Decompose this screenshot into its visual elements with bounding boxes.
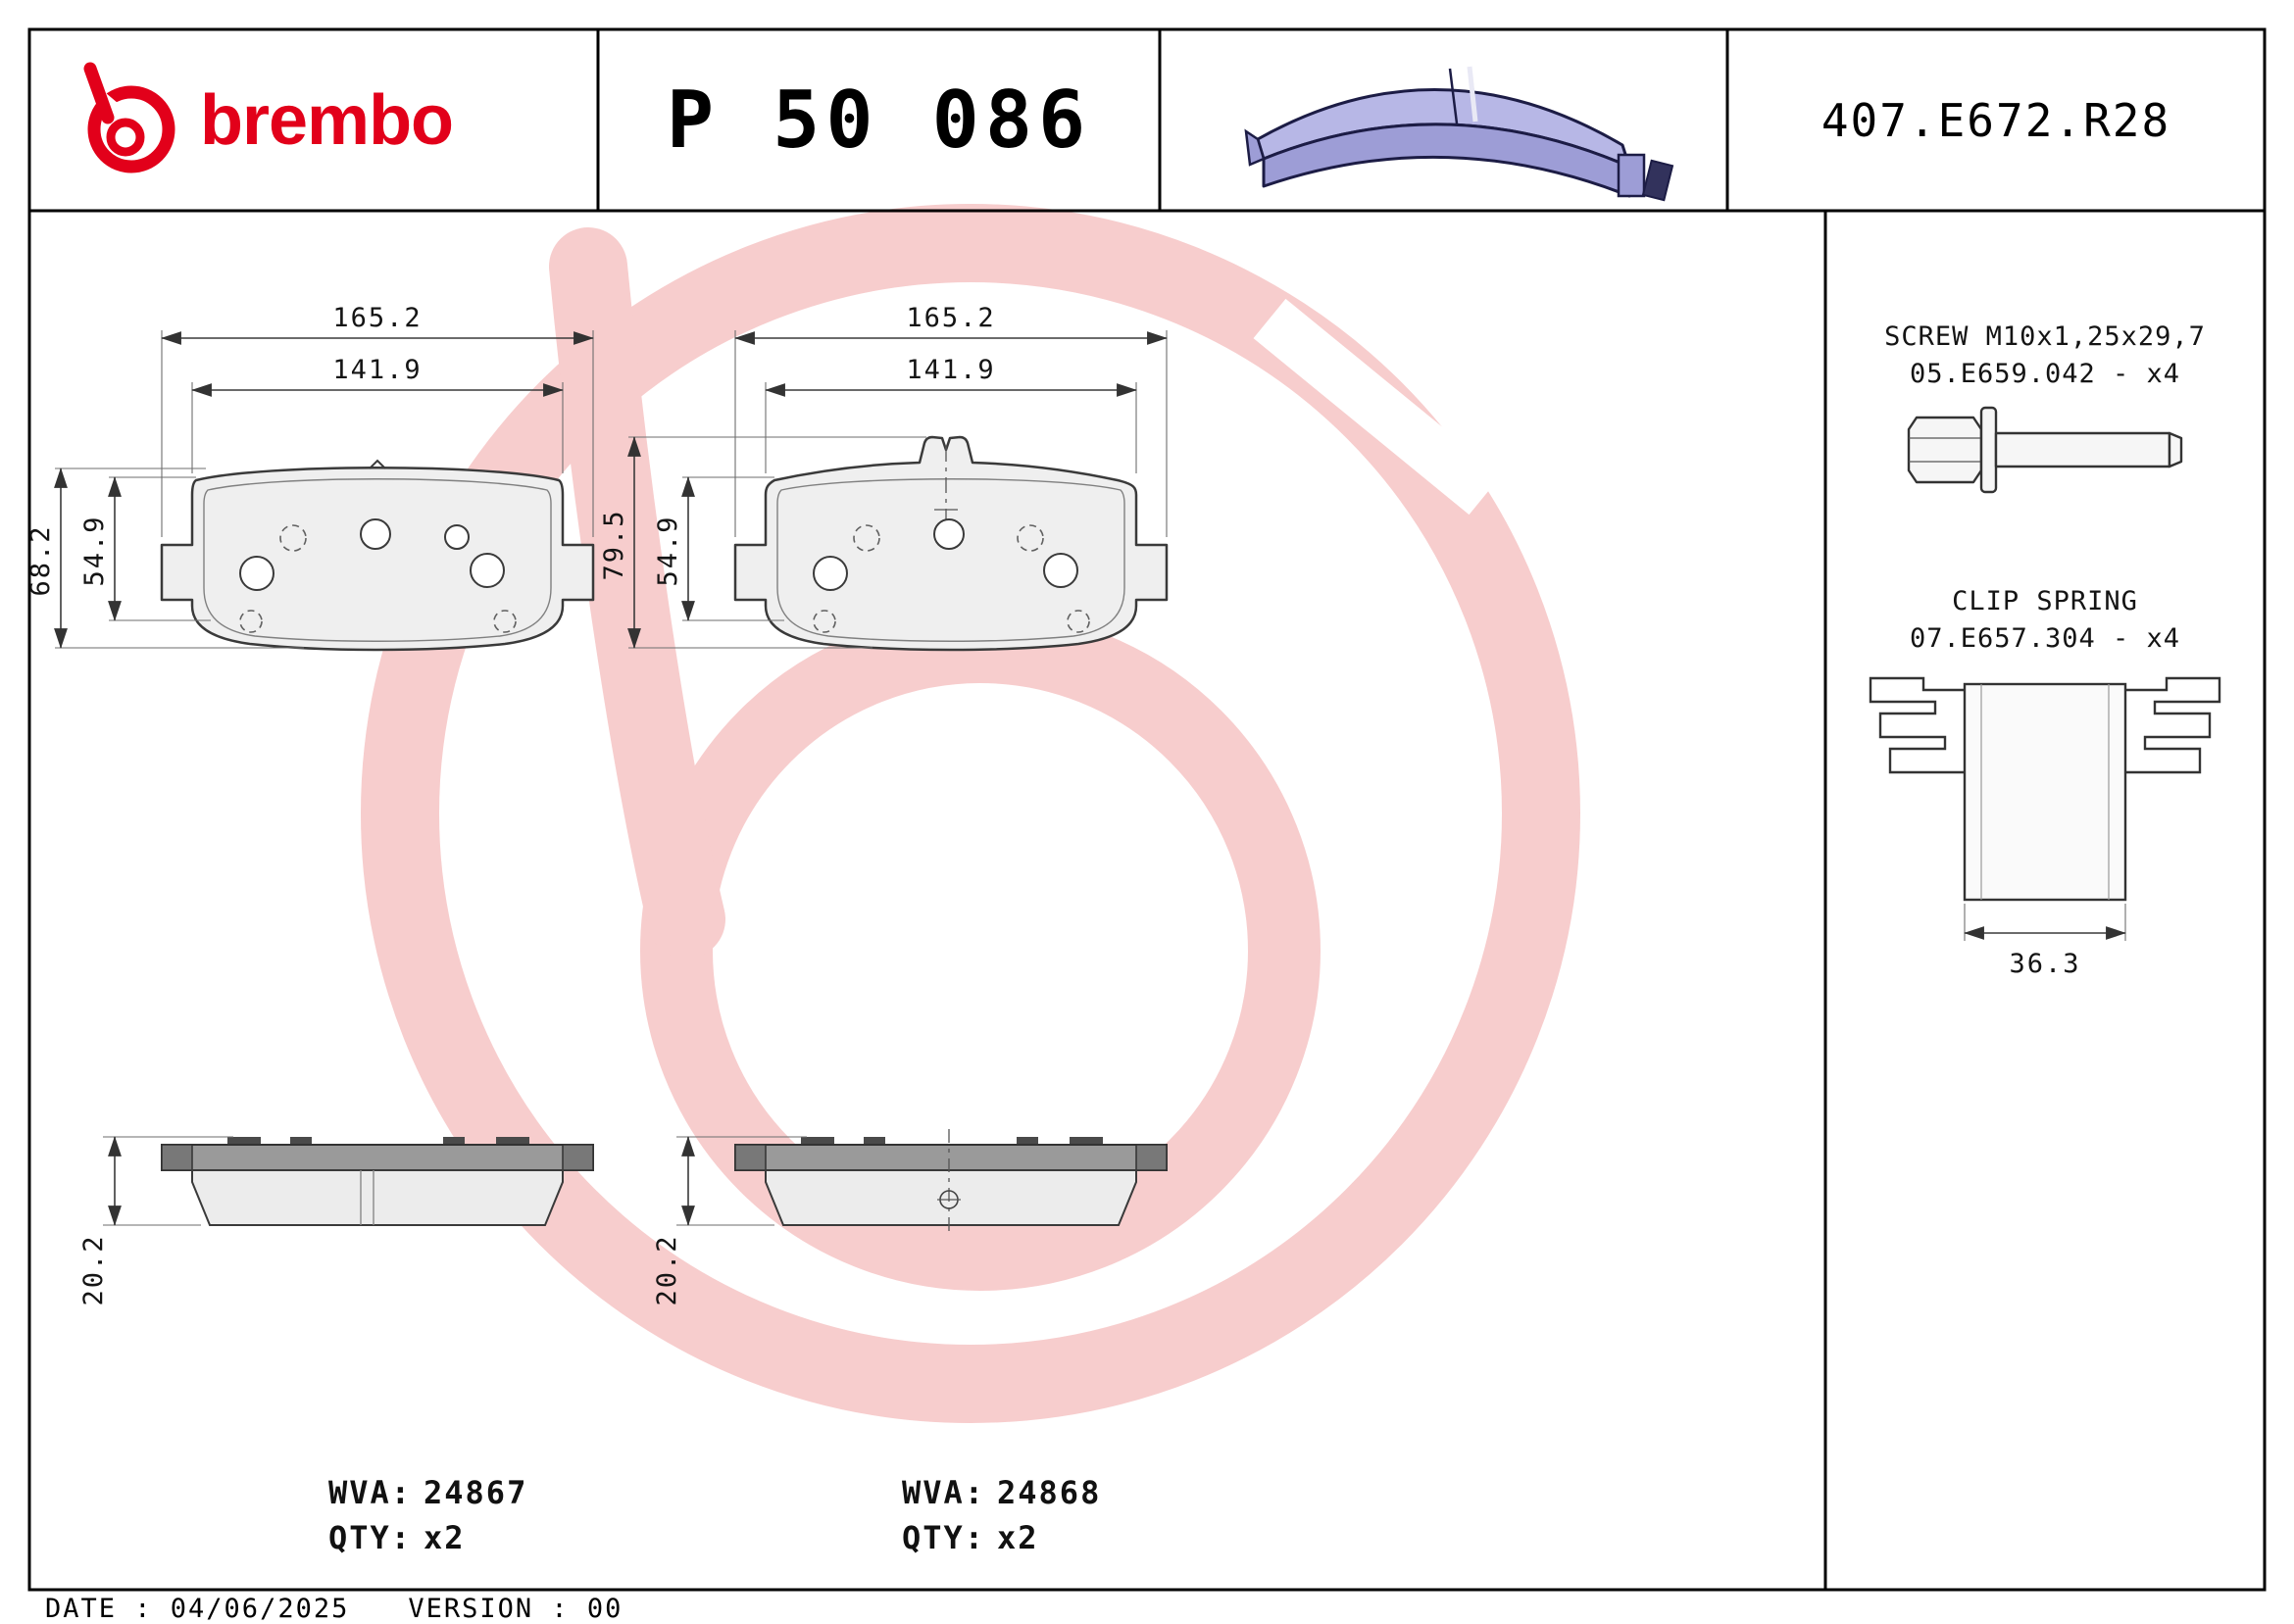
dimension-clip-width: 36.3 bbox=[1964, 904, 2126, 979]
brand-logo: brembo bbox=[29, 29, 598, 211]
footer-version: VERSION : 00 bbox=[408, 1594, 623, 1624]
sheet-frame bbox=[27, 27, 2267, 1592]
dimensions-pad-left: 165.2 141.9 68.2 54.9 bbox=[25, 303, 594, 649]
clip-spring-drawing bbox=[1869, 676, 2221, 902]
pad-side-view-right bbox=[734, 1129, 1168, 1235]
dim-overall-width-right: 165.2 bbox=[906, 303, 995, 333]
clip-spring-section: CLIP SPRING 07.E657.304 - x4 36.3 bbox=[1869, 586, 2221, 979]
pad-render-cell bbox=[1160, 29, 1727, 211]
qty-value-right: x2 bbox=[997, 1519, 1039, 1556]
screw-title: SCREW M10x1,25x29,7 bbox=[1884, 321, 2206, 352]
pad-outline-left bbox=[160, 467, 595, 652]
wva-label-left: WVA: bbox=[328, 1474, 412, 1511]
dim-pad-height-left: 54.9 bbox=[79, 515, 110, 586]
qty-label-right: QTY: bbox=[902, 1519, 985, 1556]
dimension-thickness-right: 20.2 bbox=[652, 1136, 807, 1306]
wva-label-right: WVA: bbox=[902, 1474, 985, 1511]
clip-code: 07.E657.304 - x4 bbox=[1910, 623, 2180, 654]
wva-value-left: 24867 bbox=[424, 1474, 527, 1511]
wva-block-right: WVA: 24868 QTY: x2 bbox=[902, 1474, 1101, 1556]
qty-value-left: x2 bbox=[424, 1519, 466, 1556]
screw-code: 05.E659.042 - x4 bbox=[1910, 359, 2180, 389]
footer: DATE : 04/06/2025 VERSION : 00 bbox=[45, 1594, 623, 1624]
mounting-holes-left bbox=[239, 518, 517, 633]
friction-boundary-left bbox=[203, 478, 552, 642]
part-number: P 50 086 bbox=[666, 74, 1092, 166]
catalog-number: 407.E672.R28 bbox=[1820, 93, 2171, 147]
pad-front-view-right bbox=[733, 435, 1169, 652]
dim-overall-width-left: 165.2 bbox=[332, 303, 422, 333]
dim-thickness-right: 20.2 bbox=[652, 1234, 682, 1305]
dim-overall-height-left: 68.2 bbox=[25, 524, 56, 596]
brand-name: brembo bbox=[200, 80, 454, 160]
clip-title: CLIP SPRING bbox=[1952, 586, 2138, 616]
wva-value-right: 24868 bbox=[997, 1474, 1101, 1511]
brake-pad-3d-render bbox=[1244, 66, 1674, 202]
dim-overall-height-right: 79.5 bbox=[599, 509, 629, 580]
screw-section: SCREW M10x1,25x29,7 05.E659.042 - x4 bbox=[1884, 321, 2206, 494]
dim-pad-width-left: 141.9 bbox=[332, 355, 422, 385]
dim-thickness-left: 20.2 bbox=[78, 1234, 109, 1305]
qty-label-left: QTY: bbox=[328, 1519, 412, 1556]
brembo-logo-icon bbox=[83, 62, 175, 172]
dimensions-pad-right: 165.2 141.9 79.5 54.9 bbox=[599, 303, 1168, 649]
dim-pad-height-right: 54.9 bbox=[653, 515, 683, 586]
screw-drawing bbox=[1907, 406, 2183, 494]
dim-pad-width-right: 141.9 bbox=[906, 355, 995, 385]
pad-front-view-left bbox=[160, 459, 595, 652]
footer-date: DATE : 04/06/2025 bbox=[45, 1594, 350, 1624]
clip-width-dim: 36.3 bbox=[2009, 949, 2080, 979]
wva-block-left: WVA: 24867 QTY: x2 bbox=[328, 1474, 527, 1556]
center-notch-left bbox=[369, 459, 386, 469]
mounting-holes-right bbox=[813, 518, 1090, 633]
pad-side-view-left bbox=[161, 1137, 594, 1226]
friction-boundary-right bbox=[776, 478, 1125, 642]
dimension-thickness-left: 20.2 bbox=[78, 1136, 233, 1306]
